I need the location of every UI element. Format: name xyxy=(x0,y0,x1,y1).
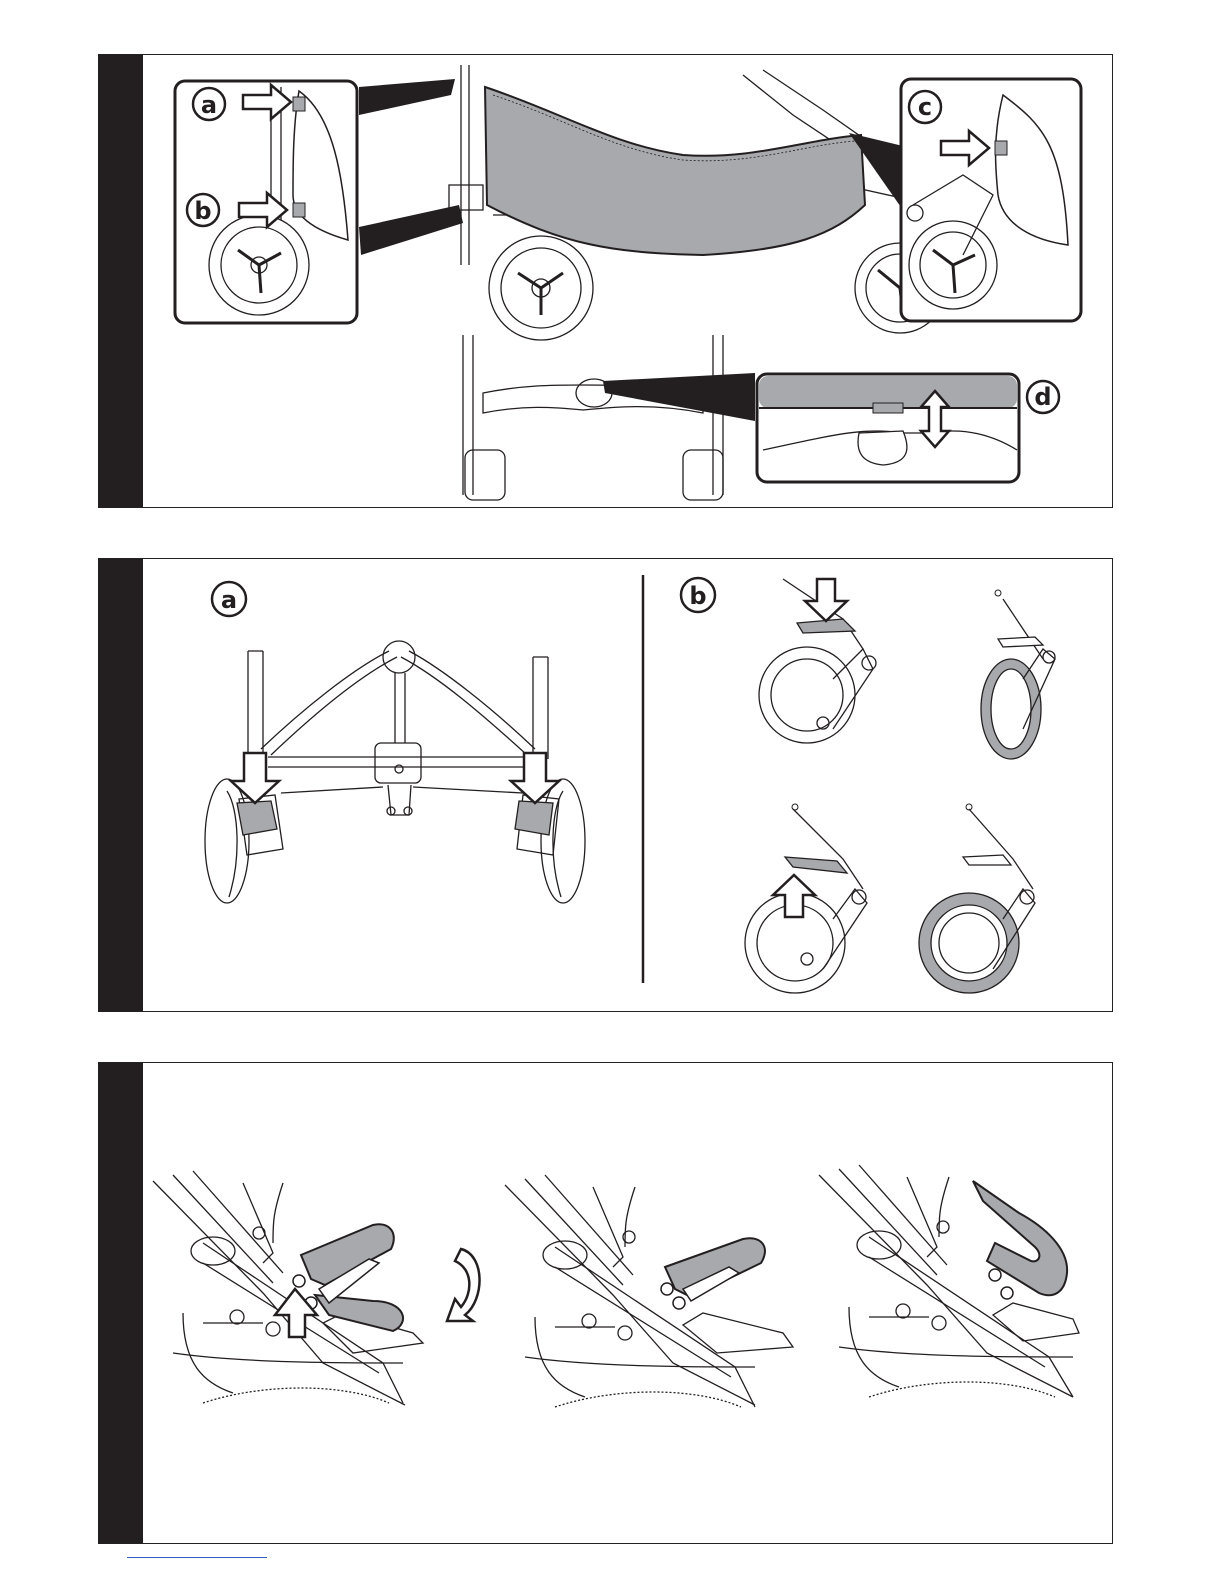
step-panel-3 xyxy=(98,1062,1113,1544)
step-sidebar xyxy=(99,1063,143,1543)
basket-fabric xyxy=(485,87,865,255)
swivel-wheel-unlocked-2 xyxy=(745,804,867,993)
arrow-up-icon xyxy=(773,875,815,917)
handle-grip xyxy=(665,1238,765,1297)
swivel-wheel-unlocked xyxy=(759,579,876,743)
arrow-down-icon xyxy=(805,579,847,621)
inset-c: c xyxy=(901,79,1081,321)
basket-assembly-illustration: a b c xyxy=(143,55,1112,507)
swivel-wheel-locked xyxy=(981,590,1055,759)
inset-d: d xyxy=(757,374,1059,482)
step-sidebar xyxy=(99,55,143,507)
inset-a-b: a b xyxy=(175,81,357,323)
footer-rule xyxy=(127,1557,267,1558)
rotate-arrow-icon xyxy=(447,1249,480,1321)
callout-label-d: d xyxy=(1034,383,1051,411)
scene-handle-before xyxy=(153,1171,423,1405)
brake-and-swivel-illustration: a b xyxy=(143,559,1112,1011)
handlebar-adjust-illustration xyxy=(143,1063,1112,1543)
callout-label-a: a xyxy=(221,586,237,614)
callout-label-a: a xyxy=(201,91,217,119)
swivel-wheel-locked-2 xyxy=(919,804,1035,993)
step-panel-1: a b c xyxy=(98,54,1113,508)
handle-grip xyxy=(973,1181,1067,1295)
callout-label-b: b xyxy=(194,197,211,225)
step-sidebar xyxy=(99,559,143,1011)
step-panel-2: a b xyxy=(98,558,1113,1012)
scene-handle-middle xyxy=(505,1175,793,1407)
callout-label-c: c xyxy=(918,93,932,121)
callout-label-b: b xyxy=(689,582,706,610)
arrow-down-icon xyxy=(511,753,559,803)
